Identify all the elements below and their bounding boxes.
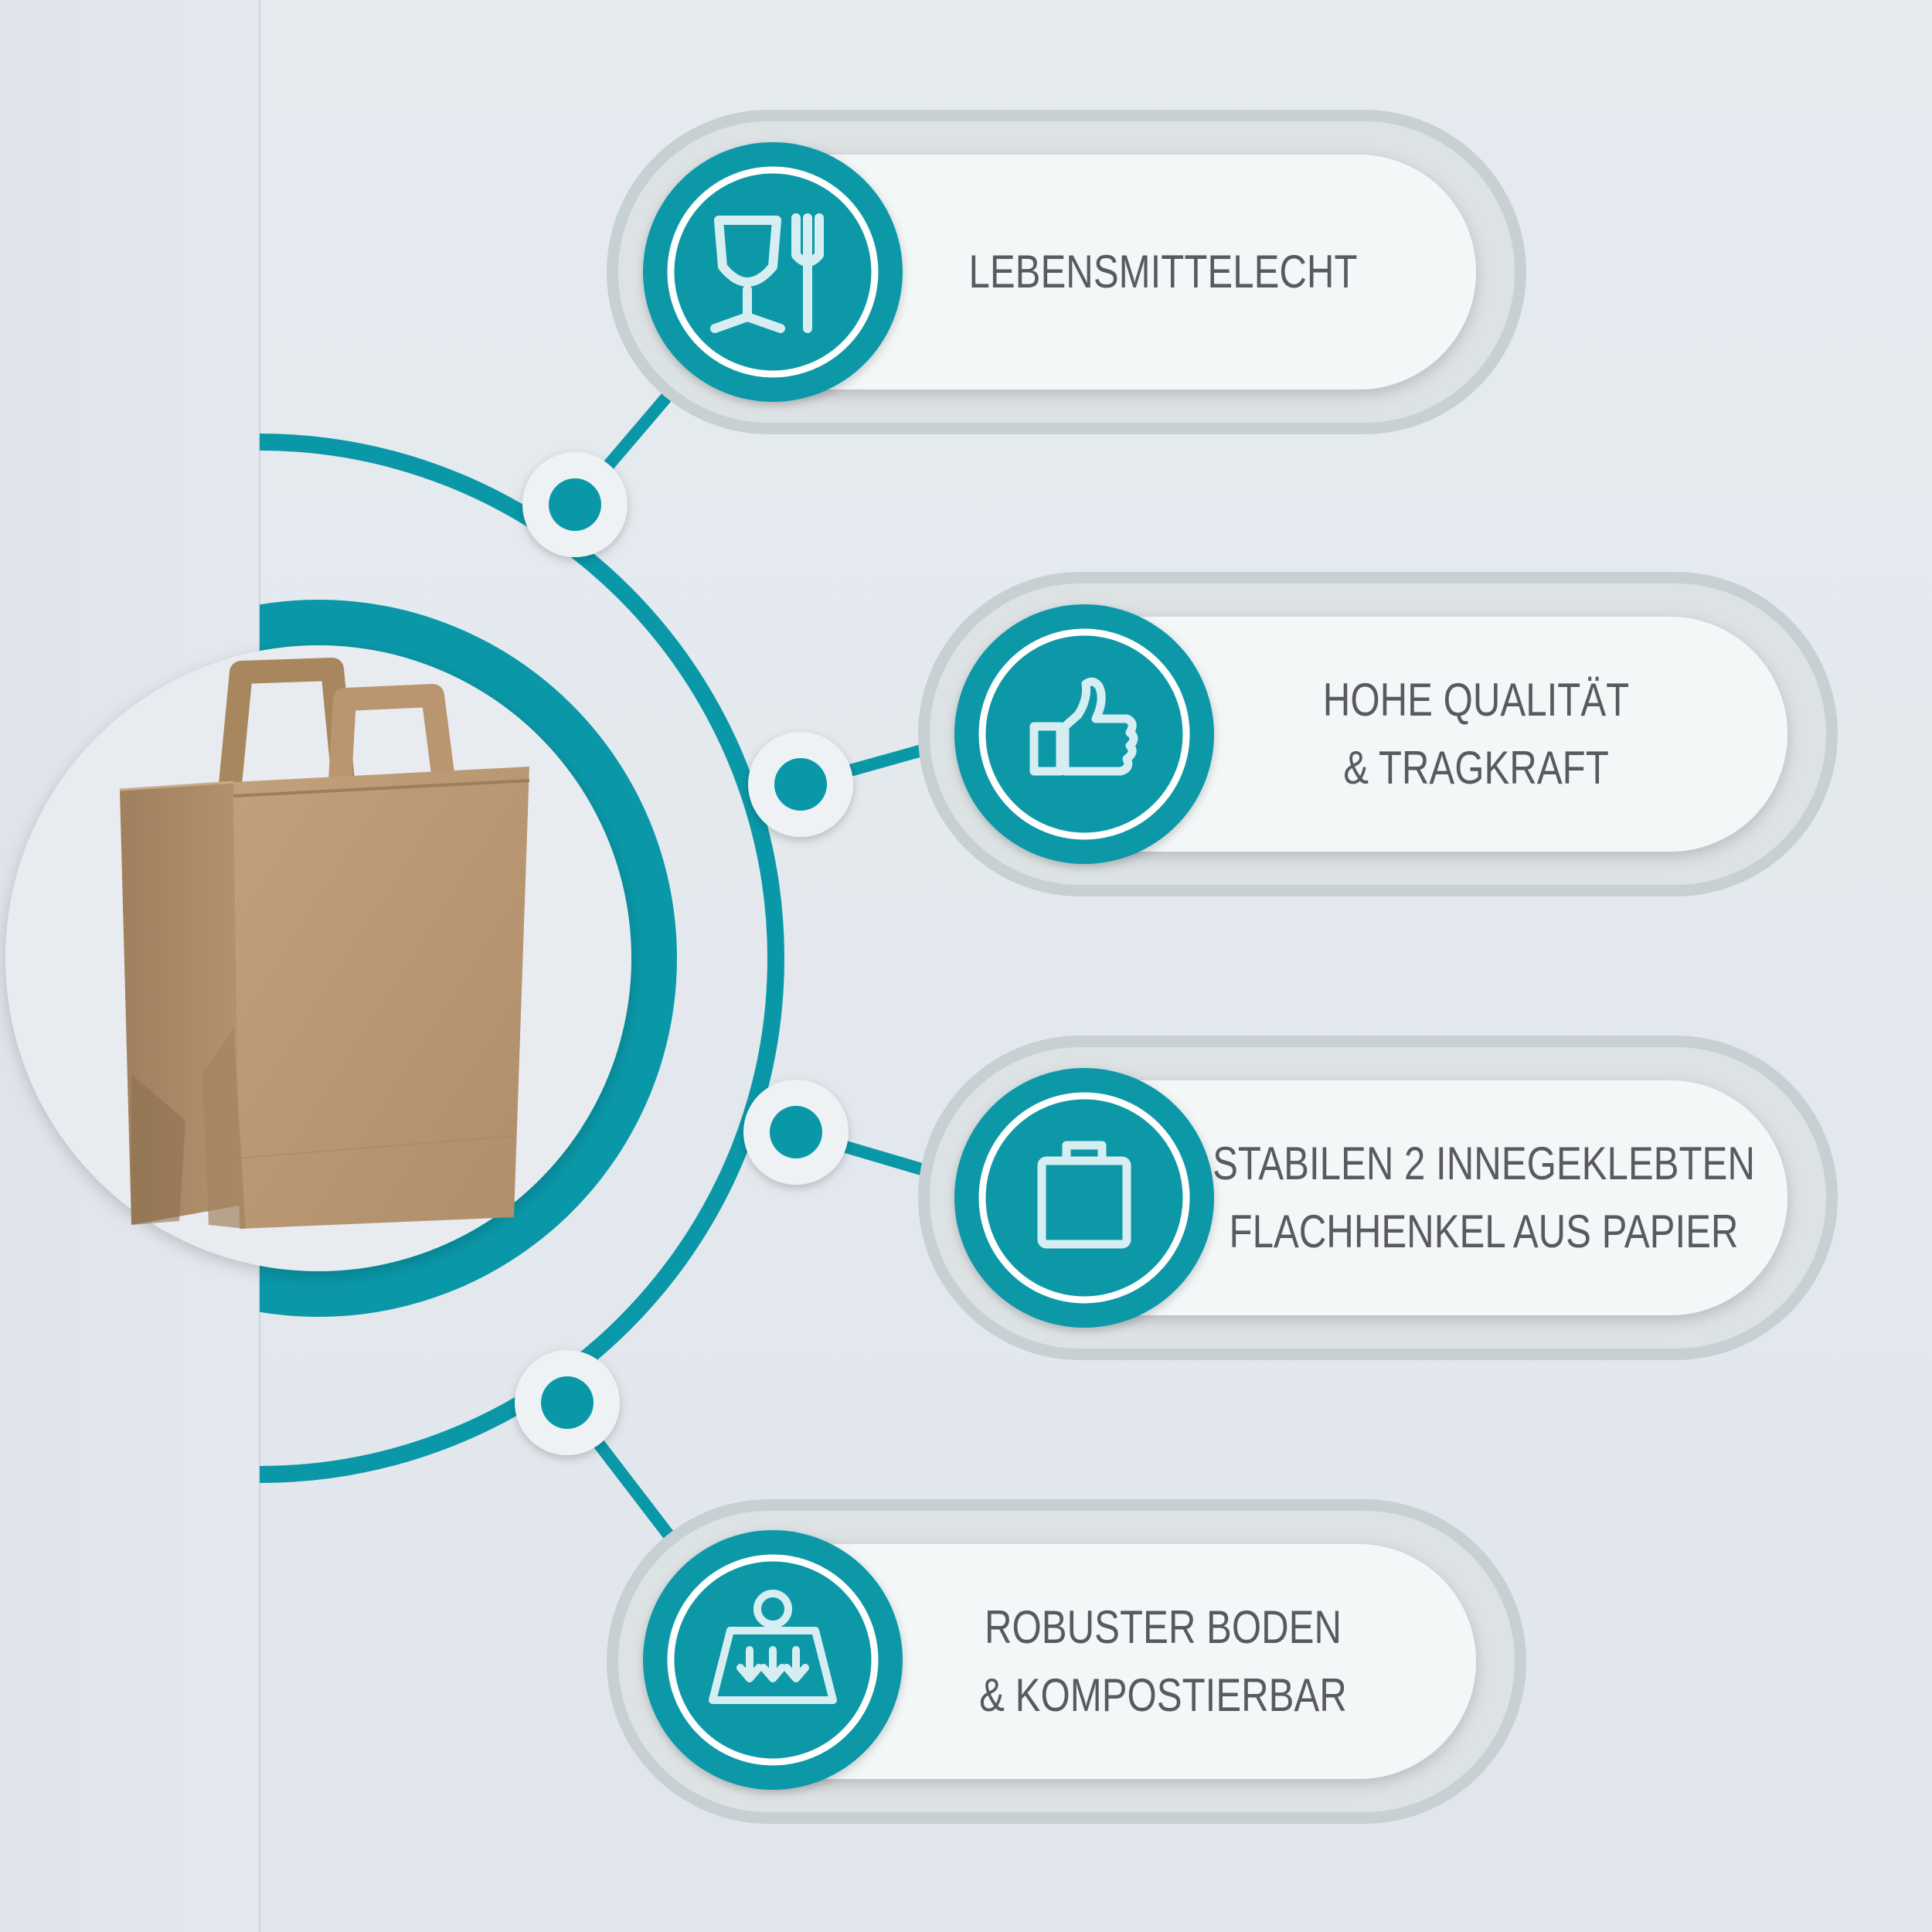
feature-2-line-2: & TRAGKRAFT [1343, 742, 1609, 794]
arc-node-2 [748, 732, 853, 837]
feature-label-3: STABILEN 2 INNEGEKLEBTEN FLACHHENKEL AUS… [1213, 1080, 1755, 1315]
feature-label-2: HOHE QUALITÄT & TRAGKRAFT [1254, 617, 1698, 852]
feature-1-line-1: LEBENSMITTELECHT [968, 246, 1358, 298]
feature-label-1: LEBENSMITTELECHT [957, 155, 1369, 389]
arc-node-3 [743, 1080, 849, 1185]
paper-bag-image [119, 658, 530, 1229]
feature-3-line-2: FLACHHENKEL AUS PAPIER [1229, 1206, 1739, 1257]
thumbs-up-icon [1029, 677, 1138, 776]
feature-2-line-1: HOHE QUALITÄT [1322, 674, 1630, 726]
feature-3-line-1: STABILEN 2 INNEGEKLEBTEN [1213, 1138, 1755, 1189]
outer-arc [260, 434, 784, 1483]
arc-node-1 [522, 452, 628, 557]
feature-4-line-1: ROBUSTER BODEN [984, 1601, 1342, 1653]
feature-card-2 [918, 572, 1838, 896]
feature-card-1 [607, 110, 1526, 434]
feature-4-line-2: & KOMPOSTIERBAR [979, 1669, 1347, 1721]
feature-card-4 [607, 1499, 1526, 1824]
arc-node-4 [515, 1350, 620, 1455]
bag-handle-icon [1037, 1141, 1131, 1249]
weight-icon [709, 1590, 837, 1704]
feature-label-4: ROBUSTER BODEN & KOMPOSTIERBAR [957, 1544, 1369, 1779]
food-safe-icon [710, 213, 824, 333]
feature-card-3 [918, 1036, 1838, 1360]
